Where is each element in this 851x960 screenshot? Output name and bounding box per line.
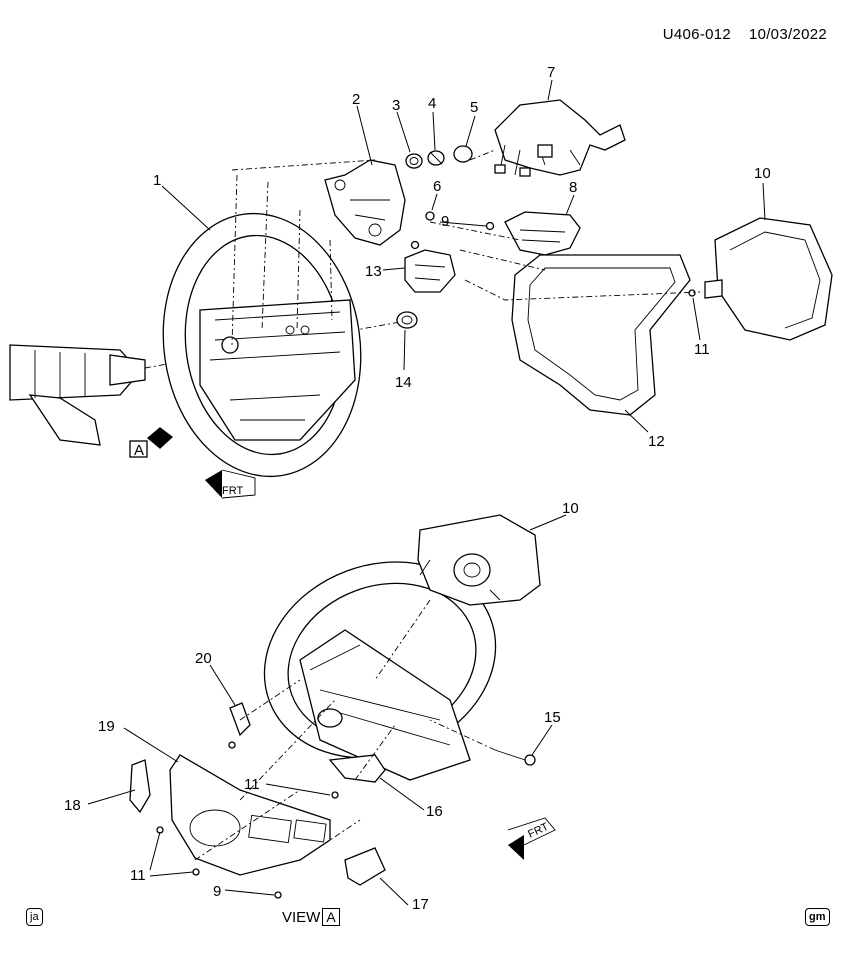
frt-top-label: FRT [222, 485, 243, 497]
drawing-id: U406-012 [662, 26, 732, 43]
frt-arrow-bottom: FRT [507, 817, 556, 860]
callout-10-bottom: 10 [562, 500, 579, 517]
callout-9-bottom: 9 [213, 883, 221, 900]
callout-4: 4 [428, 95, 436, 112]
part-17-cover [344, 847, 386, 886]
callout-10-top: 10 [754, 165, 771, 182]
view-a-arrow-letter: A [134, 442, 144, 459]
callout-12: 12 [648, 433, 665, 450]
gm-logo-text: gm [809, 911, 826, 923]
part-14-bolt [396, 311, 418, 329]
callout-9-top: 9 [441, 213, 449, 230]
part-18-shift-paddle [129, 759, 151, 814]
part-5-cap [453, 145, 473, 163]
part-13-control-switch [404, 240, 456, 293]
part-9-screw-bottom [274, 891, 282, 899]
part-10-airbag-module-bottom [417, 514, 541, 606]
part-8-control-switch [504, 211, 581, 256]
part-9-screw-top [439, 221, 495, 231]
part-12-trim-bezel [511, 254, 691, 416]
callout-2: 2 [352, 91, 360, 108]
part-3-bushing [405, 153, 423, 169]
ja-badge-text: ja [30, 911, 39, 923]
callout-14: 14 [395, 374, 412, 391]
part-6-clip [425, 211, 435, 221]
steering-wheel-top [162, 212, 362, 478]
part-16-switch [328, 754, 386, 783]
callout-1: 1 [153, 172, 161, 189]
part-10-airbag-module-top [704, 217, 833, 341]
view-a-label: VIEW A [282, 908, 340, 926]
view-a-arrow: A [129, 427, 174, 459]
part-20-bracket [229, 702, 251, 737]
ja-badge: ja [26, 908, 43, 926]
drawing-header: U406-012 10/03/2022 [663, 26, 827, 43]
part-11-screw-bottom-1 [331, 791, 339, 799]
callout-20: 20 [195, 650, 212, 667]
part-4-nut [427, 150, 445, 166]
callout-5: 5 [470, 99, 478, 116]
callout-7: 7 [547, 64, 555, 81]
callout-19: 19 [98, 718, 115, 735]
callout-11-bottom-1: 11 [244, 776, 260, 793]
callout-11-top: 11 [694, 341, 710, 358]
callout-3: 3 [392, 97, 400, 114]
callout-16: 16 [426, 803, 443, 820]
part-20-screw [228, 741, 236, 749]
callout-17: 17 [412, 896, 429, 913]
gm-logo: gm [805, 908, 830, 926]
part-11-screw-top [688, 289, 696, 297]
view-label-text: VIEW [282, 908, 321, 926]
callout-6: 6 [433, 178, 441, 195]
part-19-lower-cover [169, 754, 331, 876]
callout-13: 13 [365, 263, 382, 280]
callout-15: 15 [544, 709, 561, 726]
callout-18: 18 [64, 797, 81, 814]
view-label-letter: A [322, 908, 340, 926]
steering-wheel-bottom [263, 561, 497, 781]
part-2-mounting-bracket [324, 159, 406, 246]
callout-8: 8 [569, 179, 577, 196]
part-7-wiring-harness [494, 99, 626, 177]
callout-11-bottom-2: 11 [130, 867, 146, 884]
part-11-screw-bottom-2 [192, 868, 200, 876]
part-15-bolt [494, 749, 536, 766]
drawing-date: 10/03/2022 [748, 26, 827, 43]
frt-arrow-top: FRT [205, 469, 256, 499]
